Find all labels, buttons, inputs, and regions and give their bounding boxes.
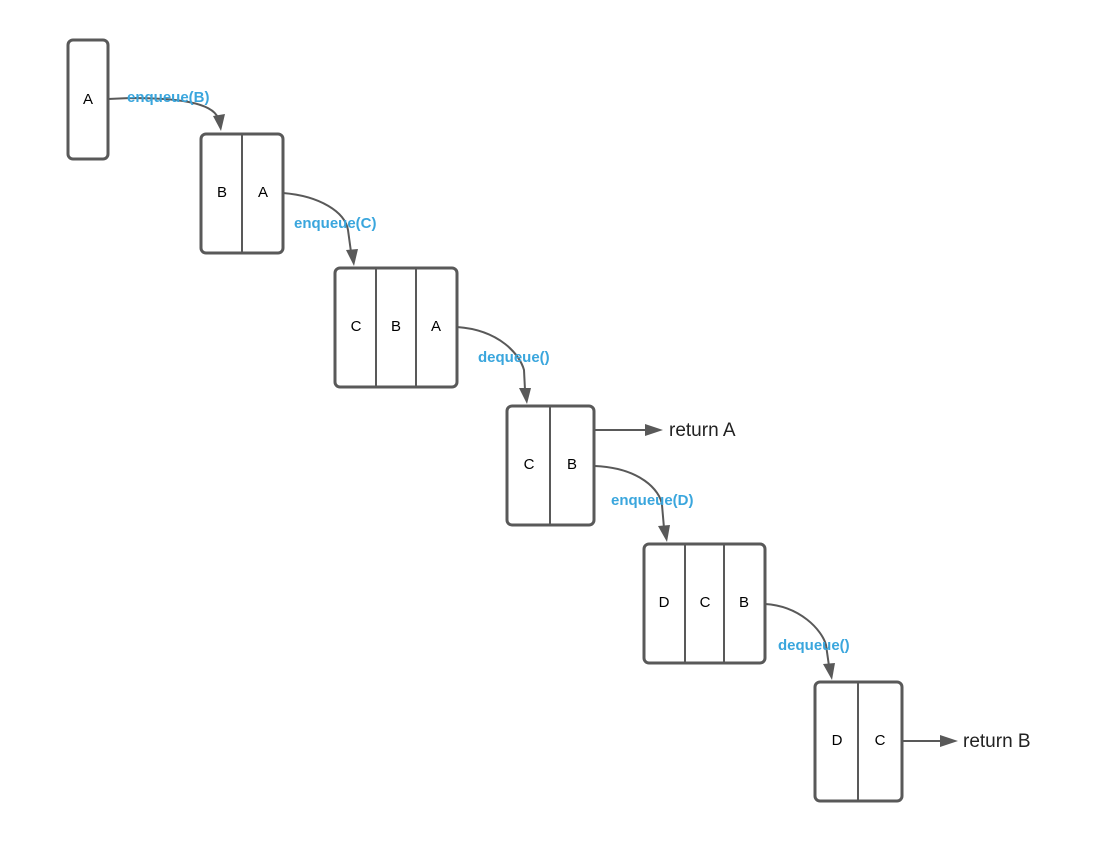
queue-cell: B xyxy=(391,318,401,335)
queue-box xyxy=(642,542,767,665)
operation-label-enqueue-b: enqueue(B) xyxy=(127,89,210,106)
connector-enqueue-d xyxy=(594,465,665,529)
arrowhead-enqueue-b xyxy=(213,114,225,131)
queue-cell: C xyxy=(875,732,886,749)
queue-box xyxy=(333,266,459,389)
operation-label-enqueue-c: enqueue(C) xyxy=(294,215,377,232)
queue-cell: B xyxy=(567,456,577,473)
queue-state-2: B A xyxy=(199,132,285,255)
connector-enqueue-c xyxy=(282,192,352,253)
arrowhead-enqueue-d xyxy=(658,525,670,542)
connectors xyxy=(107,96,958,747)
operation-label-enqueue-d: enqueue(D) xyxy=(611,492,694,509)
arrowhead-dequeue-2 xyxy=(823,663,835,680)
queue-cell: D xyxy=(659,594,670,611)
queue-cell: B xyxy=(739,594,749,611)
queue-cell: A xyxy=(258,184,268,201)
operation-label-dequeue-2: dequeue() xyxy=(778,637,850,654)
return-labels: return A return B xyxy=(669,420,1031,752)
queue-state-3: C B A xyxy=(333,266,459,389)
operation-labels: enqueue(B) enqueue(C) dequeue() enqueue(… xyxy=(127,89,850,654)
queue-state-5: D C B xyxy=(642,542,767,665)
arrowhead-return-b xyxy=(940,735,958,747)
queue-cell: A xyxy=(431,318,441,335)
return-label-b: return B xyxy=(963,731,1031,752)
connector-dequeue-2 xyxy=(764,603,830,667)
operation-label-dequeue-1: dequeue() xyxy=(478,349,550,366)
queue-cell: C xyxy=(700,594,711,611)
arrowhead-dequeue-1 xyxy=(519,388,531,404)
queue-cell: B xyxy=(217,184,227,201)
queue-cell: D xyxy=(832,732,843,749)
queue-cell: A xyxy=(83,91,93,108)
arrowhead-enqueue-c xyxy=(346,249,358,266)
queue-state-4: C B xyxy=(505,404,596,527)
connector-dequeue-1 xyxy=(456,326,526,391)
queue-state-6: D C xyxy=(813,680,904,803)
queue-state-1: A xyxy=(66,38,110,161)
queue-cell: C xyxy=(524,456,535,473)
queue-box xyxy=(66,38,110,161)
queue-cell: C xyxy=(351,318,362,335)
arrowhead-return-a xyxy=(645,424,663,436)
connector-enqueue-b xyxy=(107,96,219,119)
return-label-a: return A xyxy=(669,420,736,441)
